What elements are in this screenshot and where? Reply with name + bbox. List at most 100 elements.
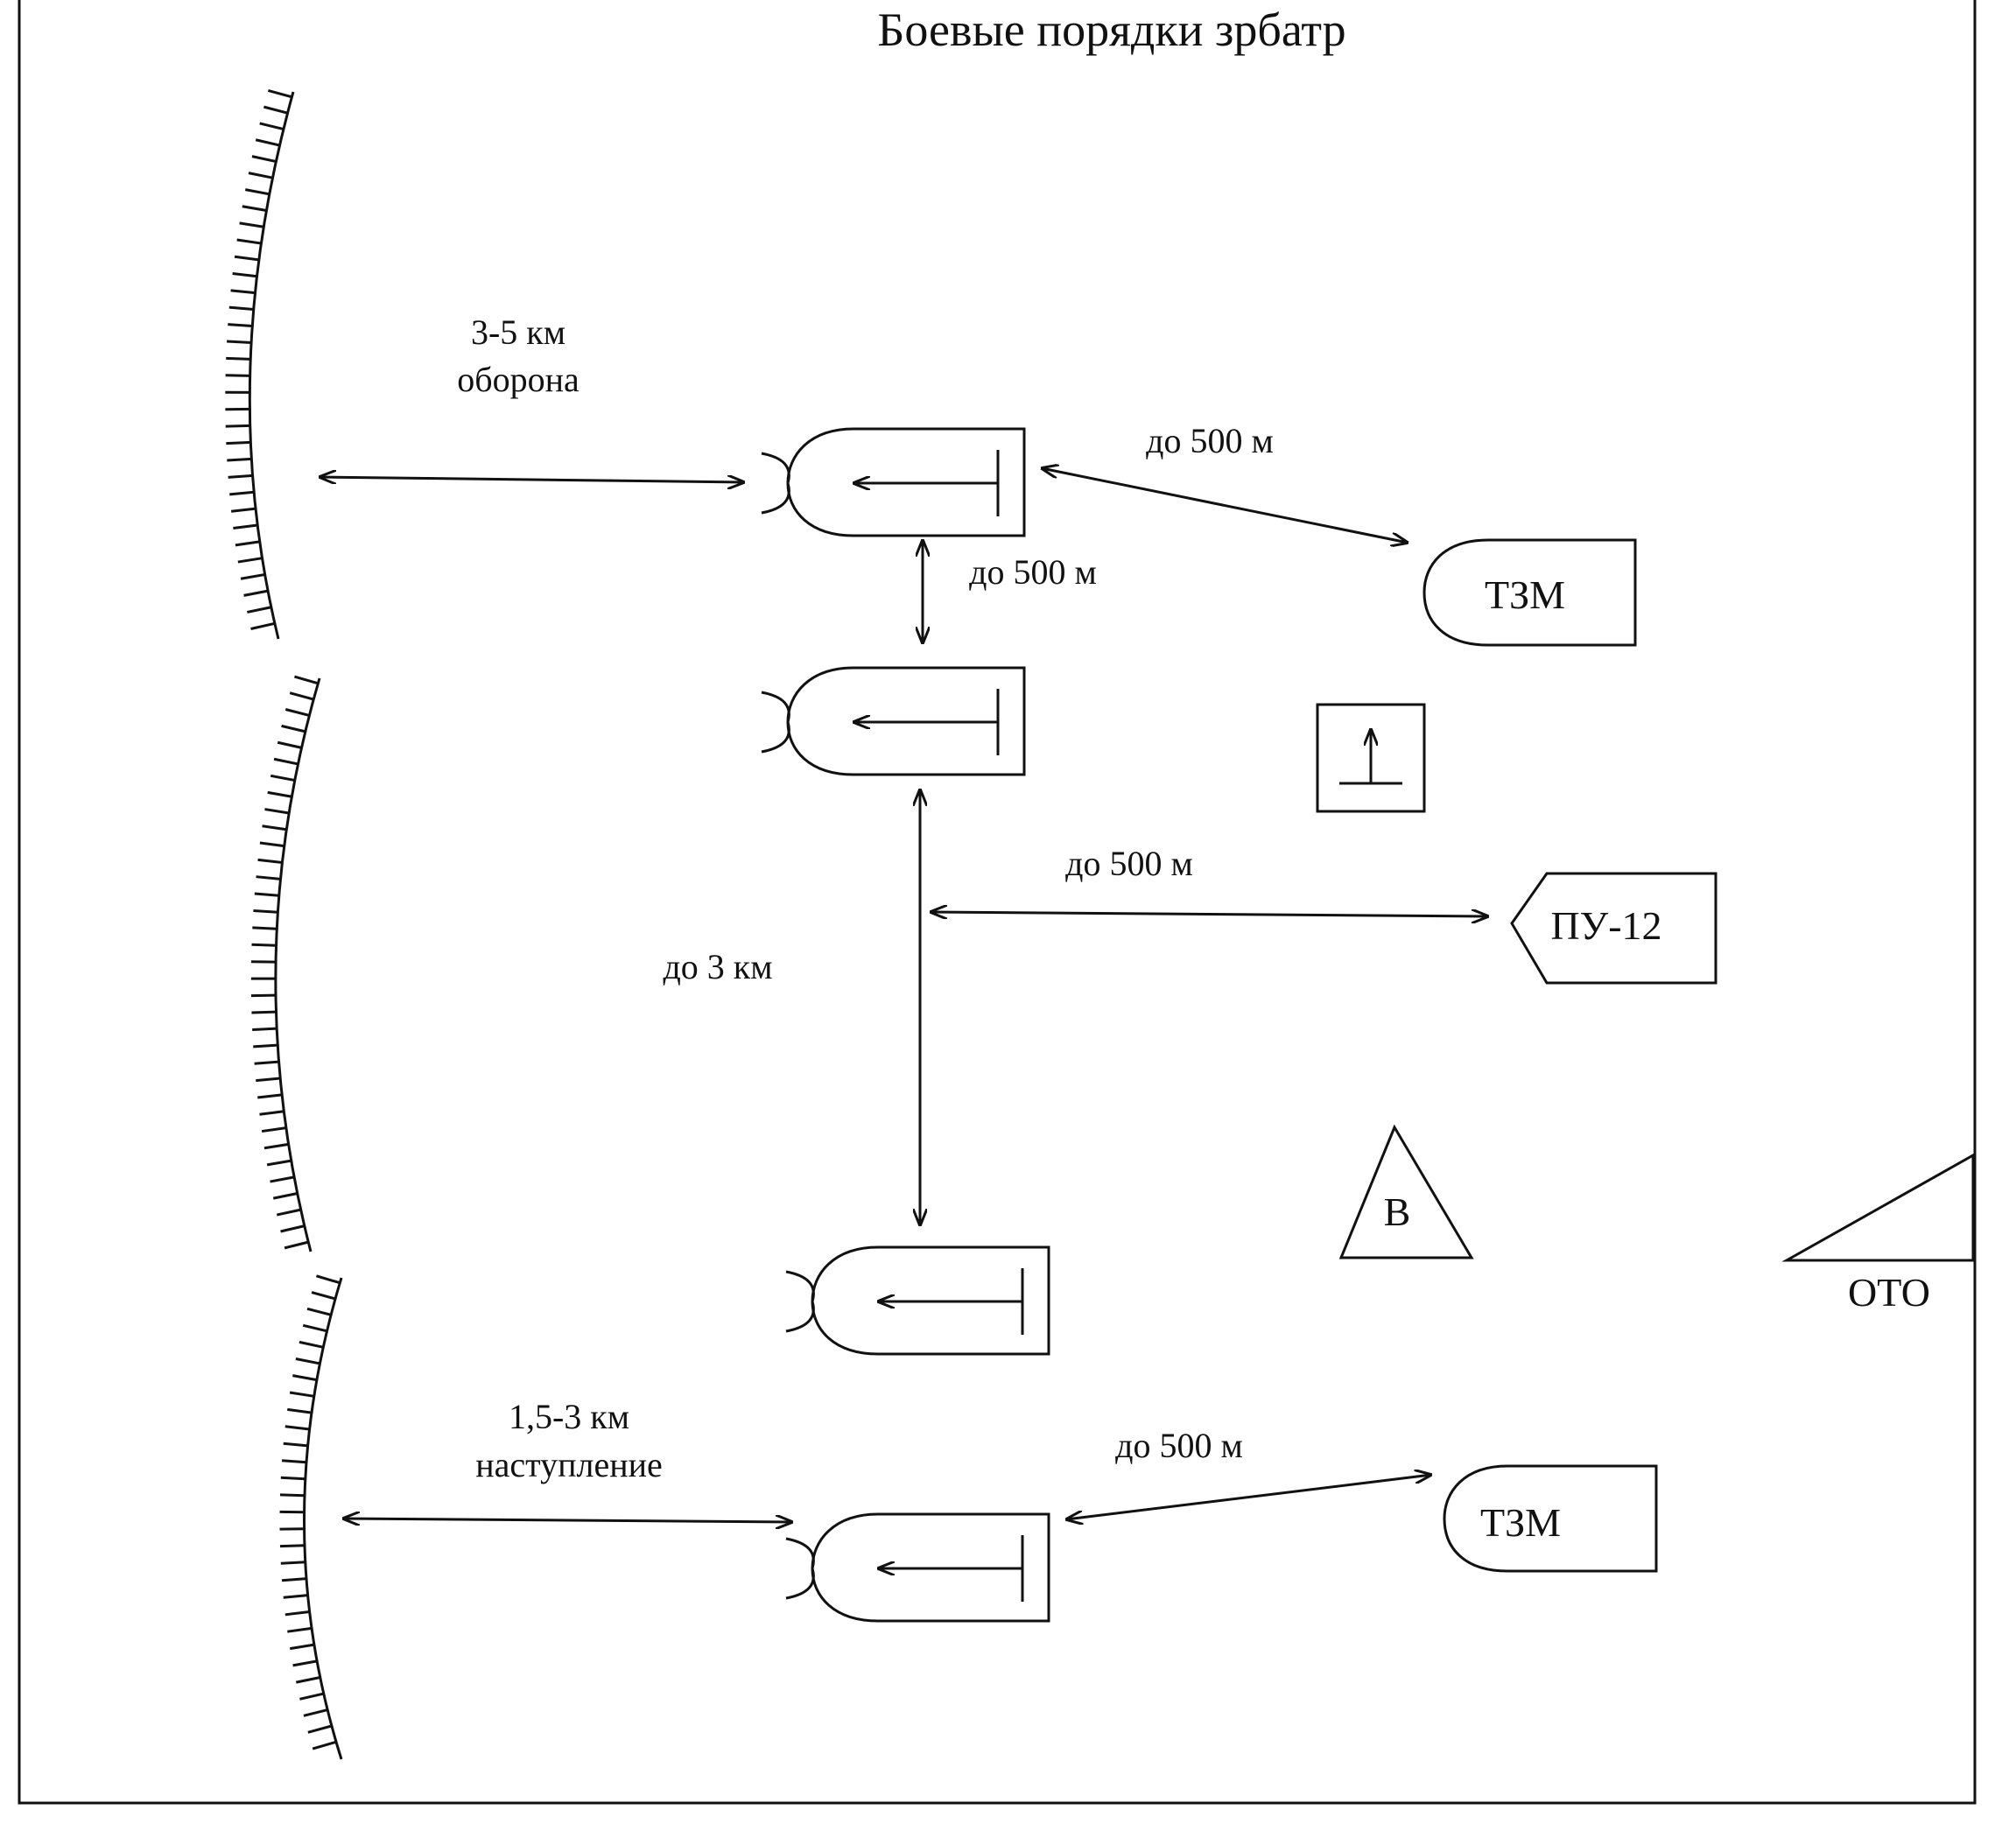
launcher-cup [785,1537,815,1600]
command-post [1316,703,1426,813]
front-hachure-tick [289,691,314,701]
command-post-frame [1316,703,1426,813]
front-hachure-tick [294,675,319,685]
front-hachure-tick [233,523,258,530]
front-hachure-tick [281,724,306,733]
front-hachure-tick [228,474,253,479]
label-offense-distance: 1,5-3 км [509,1397,629,1436]
label-up-to-500-vertical: до 500 м [969,552,1097,592]
front-hachure-tick [239,221,264,228]
front-hachure-tick [273,757,299,766]
label-up-to-500-bottom: до 500 м [1115,1426,1243,1465]
front-hachure-tick [272,1192,298,1200]
front-hachure-tick [262,824,287,831]
front-hachure-tick [253,1043,278,1049]
pu12-label: ПУ-12 [1550,903,1661,948]
front-hachure-tick [225,424,250,428]
front-hachure-tick [227,340,252,344]
front-hachure-tick [287,1626,313,1633]
front-hachure-tick [230,507,256,513]
front-hachure-tick [227,457,252,462]
pu12: ПУ-12 [1510,872,1717,985]
launcher-4 [785,1512,1050,1623]
front-hachure-tick [261,1126,287,1133]
front-hachure-tick [247,606,272,614]
front-hachure-tick [316,1274,341,1285]
front-hachure-tick [229,490,255,496]
front-hachure-tick [283,1594,308,1599]
front-hachure-tick [289,1391,314,1398]
tzm-top: ТЗМ [1422,538,1637,647]
front-hachure-tick [251,155,277,164]
front-hachure-tick [256,1077,281,1083]
front-hachure-tick [280,1561,306,1565]
v-label: В [1384,1189,1411,1234]
front-hachure-tick [267,790,292,798]
front-hachure-tick [266,1159,292,1167]
front-hachure-tick [284,708,310,717]
launcher-cup [761,691,790,754]
front-hachure-tick [290,1643,315,1651]
front-hachure-tick [280,1476,306,1481]
front-hachure-tick [226,356,251,361]
front-hachure-tick [230,289,256,295]
front-hachure-tick [225,374,250,377]
front-hachure-tick [295,1357,320,1365]
front-hachure-tick [292,1659,318,1667]
front-hachure-tick [251,1010,277,1014]
launcher-3 [785,1245,1050,1356]
front-hachure-tick [250,621,276,630]
front-hachure-tick [235,540,260,547]
front-hachure-tick [237,557,263,564]
tzm-top-label: ТЗМ [1485,572,1565,617]
front-line-middle [274,677,321,1252]
launcher-1 [761,427,1026,537]
front-hachure-tick [248,172,273,179]
tzm-top-shape [1422,538,1637,647]
front-hachure-tick [264,808,290,815]
front-hachure-tick [277,740,302,749]
front-hachure-tick [281,1577,307,1582]
front-hachure-tick [255,138,280,147]
front-hachure-tick [284,1240,309,1250]
pu12-shape [1510,872,1717,985]
oto: ОТО [1781,1153,1975,1315]
front-hachure-tick [228,323,253,327]
front-hachure-tick [276,1208,301,1217]
front-lines [225,88,343,1760]
label-defense: оборона [457,360,580,399]
label-up-to-500-top: до 500 м [1146,421,1274,460]
front-hachure-tick [263,1142,289,1150]
front-hachure-tick [236,238,262,245]
launcher-2 [761,666,1026,776]
front-hachure-tick [302,1323,327,1333]
front-hachure-tick [257,858,283,864]
front-hachure-tick [226,440,251,445]
tzm-bottom: ТЗМ [1443,1464,1658,1573]
front-hachure-tick [242,205,267,213]
front-hachure-tick [279,1544,305,1548]
front-hachure-tick [251,943,277,947]
arrow-defense-distance [320,477,744,482]
front-hachure-tick [257,1093,283,1099]
front-line-top [248,91,295,640]
label-defense-distance: 3-5 км [471,312,565,352]
front-hachure-tick [284,1610,310,1617]
label-up-to-3km: до 3 км [663,947,772,986]
front-hachure-tick [281,1459,307,1464]
front-hachure-tick [295,1676,321,1684]
label-up-to-500-mid: до 500 м [1065,844,1193,883]
front-hachure-tick [234,255,259,262]
front-hachure-tick [259,841,284,848]
front-hachure-tick [270,1175,295,1183]
arrow-launcher4-tzm [1066,1475,1431,1519]
front-hachure-tick [263,105,288,115]
front-hachure-tick [299,1692,325,1701]
launcher-cup [761,452,790,515]
front-hachure-tick [254,1060,279,1065]
front-hachure-tick [259,1110,284,1116]
front-hachure-tick [232,272,257,278]
front-hachure-tick [306,1307,332,1316]
v-triangle-shape [1338,1124,1474,1259]
